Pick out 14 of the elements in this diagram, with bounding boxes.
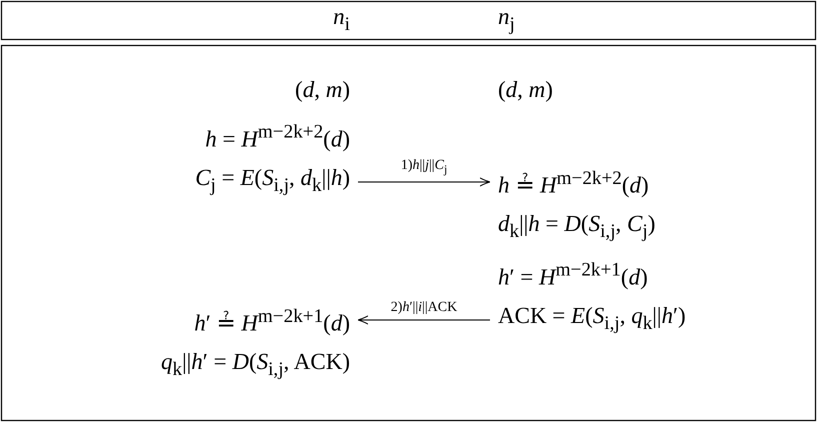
equation: h′ ≟ H$^{m−2k+1}$(d) — [194, 302, 350, 338]
equation: (d, m) — [498, 76, 553, 104]
edge-label: 1)h||j||C$_{j}$ — [400, 158, 448, 178]
equation: h ≟ H$^{m−2k+2}$(d) — [498, 164, 649, 200]
equation: d$_{k}$||h = D(S$_{i,j}$, C$_{j}$) — [498, 210, 656, 244]
column-header: n$_{j}$ — [498, 3, 515, 37]
equation: (d, m) — [295, 76, 350, 104]
equation: C$_{j}$ = E(S$_{i,j}$, d$_{k}$||h) — [195, 164, 350, 200]
equation: h = H$^{m−2k+2}$(d) — [205, 120, 350, 154]
equation: ACK = E(S$_{i,j}$, q$_{k}$||h′) — [498, 302, 686, 338]
equation: h′ = H$^{m−2k+1}$(d) — [498, 258, 648, 292]
edge-label: 2)h′||i||ACK — [390, 300, 458, 316]
equation: q$_{k}$||h′ = D(S$_{i,j}$, ACK) — [161, 348, 350, 382]
column-header: n$_{i}$ — [333, 3, 350, 37]
